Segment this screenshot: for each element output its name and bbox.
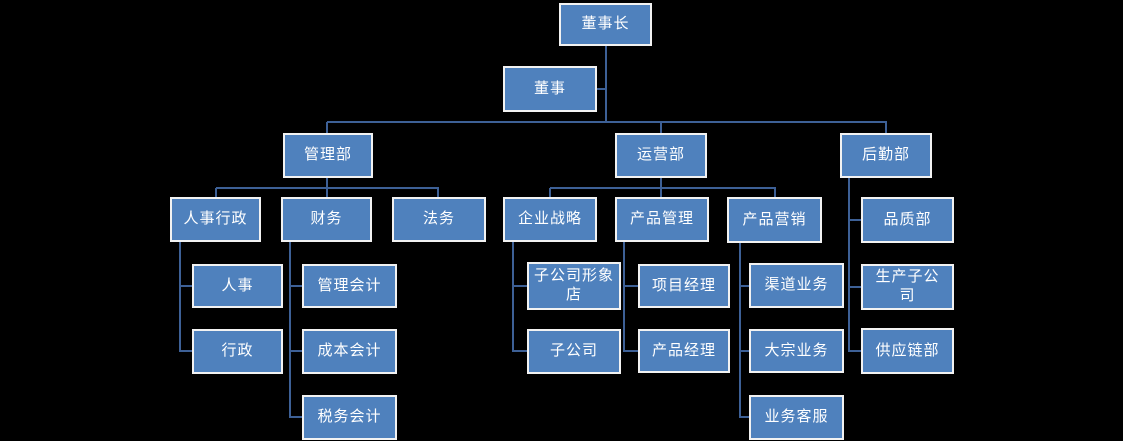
- connector-line: [624, 350, 639, 352]
- org-node-supply-chain-dept[interactable]: 供应链部: [861, 328, 954, 374]
- org-node-project-manager[interactable]: 项目经理: [638, 264, 730, 308]
- connector-line: [326, 122, 328, 134]
- connector-line: [326, 188, 328, 198]
- connector-line: [289, 242, 291, 418]
- connector-line: [326, 178, 328, 189]
- connector-line: [660, 178, 662, 189]
- org-node-legal-dept[interactable]: 法务: [392, 197, 486, 242]
- org-node-subsidiary[interactable]: 子公司: [527, 329, 621, 374]
- connector-line: [179, 242, 181, 352]
- org-node-management-accounting[interactable]: 管理会计: [302, 264, 397, 308]
- connector-line: [623, 242, 625, 352]
- connector-line: [290, 285, 303, 287]
- connector-line: [660, 122, 662, 134]
- org-node-chairman[interactable]: 董事长: [559, 3, 652, 46]
- org-node-production-subsidiary[interactable]: 生产子公司: [861, 264, 954, 310]
- org-node-tax-accounting[interactable]: 税务会计: [302, 395, 397, 440]
- connector-line: [327, 121, 887, 123]
- org-node-product-manager[interactable]: 产品经理: [638, 329, 730, 373]
- org-node-channel-business[interactable]: 渠道业务: [749, 263, 844, 308]
- connector-line: [549, 188, 551, 198]
- connector-line: [597, 88, 607, 90]
- connector-line: [848, 178, 850, 352]
- connector-line: [739, 243, 741, 418]
- org-node-quality-dept[interactable]: 品质部: [861, 197, 954, 243]
- connector-line: [215, 188, 217, 198]
- connector-line: [849, 219, 862, 221]
- connector-line: [437, 188, 439, 198]
- connector-line: [605, 46, 607, 123]
- connector-line: [740, 285, 750, 287]
- connector-line: [290, 416, 303, 418]
- org-node-finance-dept[interactable]: 财务: [281, 197, 372, 242]
- org-node-corporate-strategy[interactable]: 企业战略: [503, 197, 597, 242]
- connector-line: [740, 416, 750, 418]
- connector-line: [624, 285, 639, 287]
- connector-line: [513, 350, 528, 352]
- org-node-operations-dept[interactable]: 运营部: [615, 133, 707, 178]
- org-node-subsidiary-image-store[interactable]: 子公司形象店: [527, 262, 621, 310]
- org-node-logistics-dept[interactable]: 后勤部: [840, 133, 932, 178]
- org-node-hr-admin-dept[interactable]: 人事行政: [170, 197, 261, 242]
- org-node-product-marketing[interactable]: 产品营销: [727, 197, 822, 243]
- connector-line: [290, 350, 303, 352]
- org-node-product-management[interactable]: 产品管理: [615, 197, 709, 242]
- connector-line: [660, 188, 662, 198]
- connector-line: [180, 350, 193, 352]
- org-node-management-dept[interactable]: 管理部: [283, 133, 373, 178]
- org-node-hr[interactable]: 人事: [192, 264, 283, 308]
- connector-line: [774, 188, 776, 198]
- org-node-bulk-business[interactable]: 大宗业务: [749, 329, 844, 373]
- connector-line: [849, 286, 862, 288]
- connector-line: [180, 285, 193, 287]
- org-node-business-customer-service[interactable]: 业务客服: [749, 395, 844, 440]
- org-node-board-director[interactable]: 董事: [503, 66, 597, 112]
- connector-line: [849, 350, 862, 352]
- connector-line: [512, 242, 514, 352]
- org-node-cost-accounting[interactable]: 成本会计: [302, 329, 397, 374]
- connector-line: [885, 122, 887, 134]
- connector-line: [740, 350, 750, 352]
- org-node-admin[interactable]: 行政: [192, 329, 283, 374]
- connector-line: [550, 187, 776, 189]
- connector-line: [513, 285, 528, 287]
